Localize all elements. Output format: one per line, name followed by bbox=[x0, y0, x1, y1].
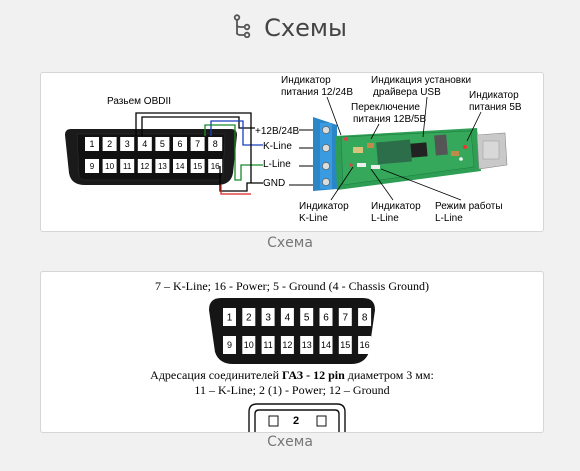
connector-pin bbox=[338, 308, 352, 326]
pin-number: 1 bbox=[227, 313, 233, 324]
pinout-line-3: 11 – K-Line; 2 (1) - Power; 12 – Ground bbox=[194, 383, 389, 397]
pin-number: 11 bbox=[123, 162, 132, 171]
pin-number: 2 bbox=[107, 139, 112, 149]
connector-pin bbox=[120, 137, 135, 151]
pin-number: 11 bbox=[263, 340, 272, 350]
callout-mode-l2: L-Line bbox=[435, 213, 463, 224]
pin-number: 12 bbox=[282, 340, 292, 350]
pin-number: 12 bbox=[140, 162, 149, 171]
connector-pin bbox=[280, 336, 294, 354]
pin-number: 15 bbox=[340, 340, 350, 350]
terminal-block bbox=[313, 117, 337, 191]
pin-number: 8 bbox=[362, 313, 368, 324]
wire-label-kline: K-Line bbox=[263, 141, 292, 152]
connector-pin bbox=[208, 159, 223, 173]
callout-switch-l1: Переключение bbox=[351, 102, 420, 113]
pin-number: 3 bbox=[265, 313, 271, 324]
gaz-pinout-diagram: 7 – K-Line; 16 - Power; 5 - Ground (4 - … bbox=[150, 279, 434, 432]
pinout-line-1: 7 – K-Line; 16 - Power; 5 - Ground (4 - … bbox=[155, 279, 429, 293]
connector-pin bbox=[85, 137, 99, 151]
pin-number: 5 bbox=[304, 313, 310, 324]
connector-pin bbox=[137, 137, 152, 151]
pin-number: 10 bbox=[244, 340, 254, 350]
connector-pin bbox=[358, 336, 372, 354]
pin-number: 4 bbox=[142, 139, 147, 149]
pin-number: 15 bbox=[193, 162, 202, 171]
connector-pin bbox=[102, 159, 117, 173]
diagram-caption-2: Схема bbox=[267, 434, 313, 450]
connector-pin bbox=[102, 137, 117, 151]
pin-number: 8 bbox=[213, 139, 218, 149]
connector-pin bbox=[319, 308, 333, 326]
connector-pin bbox=[173, 159, 187, 173]
callout-lline-l1: Индикатор bbox=[371, 201, 421, 212]
pin-number: 16 bbox=[360, 340, 370, 350]
callout-5v-l1: Индикатор bbox=[469, 90, 519, 101]
connector-pin bbox=[242, 336, 256, 354]
pin-number: 16 bbox=[211, 162, 220, 171]
pin-number: 9 bbox=[90, 162, 95, 171]
connector-pin bbox=[242, 308, 256, 326]
connector-pin bbox=[223, 308, 236, 326]
connector-pin bbox=[155, 137, 170, 151]
callout-5v-l2: питания 5В bbox=[469, 102, 522, 113]
connector-pin bbox=[338, 336, 352, 354]
pin-number: 6 bbox=[323, 313, 329, 324]
callout-mode-l1: Режим работы bbox=[435, 200, 503, 212]
connector-pin bbox=[358, 308, 372, 326]
pcb-board bbox=[335, 128, 508, 190]
connector-pin bbox=[300, 308, 314, 326]
connector-pin bbox=[190, 137, 205, 151]
callout-power-indicator-l1: Индикатор bbox=[281, 75, 331, 86]
wire-label-lline: L-Line bbox=[263, 159, 291, 170]
connector-pin bbox=[155, 159, 170, 173]
pin-number: 4 bbox=[285, 313, 291, 324]
pin-number: 13 bbox=[158, 162, 167, 171]
connector-pin bbox=[190, 159, 205, 173]
connector-pin bbox=[85, 159, 99, 173]
diagram-card-gaz-pinout[interactable]: 7 – K-Line; 16 - Power; 5 - Ground (4 - … bbox=[40, 271, 544, 433]
pin-number: 7 bbox=[195, 139, 200, 149]
pin-number: 3 bbox=[125, 139, 130, 149]
gaz-pin-label: 2 bbox=[293, 415, 299, 427]
page-heading: Схемы bbox=[0, 14, 580, 48]
callout-switch-l2: питания 12В/5В bbox=[353, 114, 426, 125]
callout-lline-l2: L-Line bbox=[371, 213, 399, 224]
pin-number: 13 bbox=[302, 340, 312, 350]
callout-driver-l1: Индикация установки bbox=[371, 75, 471, 86]
pinout-line-2: Адресация соединителей ГАЗ - 12 pin диам… bbox=[150, 368, 434, 382]
pin-number: 2 bbox=[246, 313, 252, 324]
connector-pin bbox=[137, 159, 152, 173]
connector-pin bbox=[300, 336, 314, 354]
pin-number: 5 bbox=[160, 139, 165, 149]
callout-power-indicator-l2: питания 12/24В bbox=[281, 87, 353, 98]
pin-number: 10 bbox=[105, 162, 114, 171]
diagram-caption-1: Схема bbox=[267, 235, 313, 251]
gaz-connector bbox=[248, 403, 346, 432]
page-title: Схемы bbox=[264, 14, 347, 42]
connector-pin bbox=[261, 336, 275, 354]
pin-number: 14 bbox=[176, 162, 185, 171]
sitemap-icon bbox=[233, 14, 253, 42]
callout-kline-l2: K-Line bbox=[299, 213, 328, 224]
callout-driver-l2: драйвера USB bbox=[373, 87, 441, 98]
connector-label: Разьем OBDII bbox=[107, 96, 171, 107]
pin-number: 14 bbox=[321, 340, 331, 350]
pin-number: 6 bbox=[177, 139, 182, 149]
connector-pin bbox=[173, 137, 187, 151]
connector-pin bbox=[223, 336, 236, 354]
pin-number: 1 bbox=[89, 139, 94, 149]
wire-label-power: +12В/24В bbox=[255, 126, 300, 137]
connector-pin bbox=[120, 159, 135, 173]
connector-pin bbox=[208, 137, 223, 151]
pin-number: 9 bbox=[227, 340, 232, 350]
wire-label-gnd: GND bbox=[263, 178, 285, 189]
pin-number: 7 bbox=[343, 313, 349, 324]
connector-pin bbox=[280, 308, 294, 326]
connector-pin bbox=[261, 308, 275, 326]
callout-kline-l1: Индикатор bbox=[299, 201, 349, 212]
connector-pin bbox=[319, 336, 333, 354]
